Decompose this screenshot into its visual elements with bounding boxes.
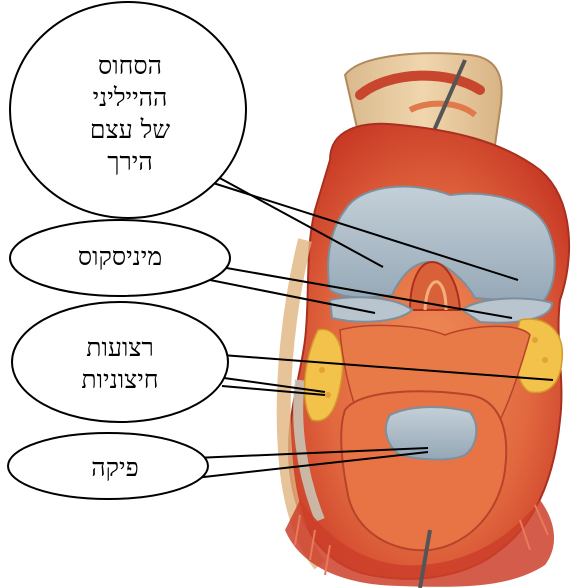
label-meniscus-text: מיניסקוס	[25, 240, 215, 274]
label-ligaments: רצועות חיצוניות	[30, 332, 210, 396]
label-ligaments-line-2: חיצוניות	[30, 364, 210, 396]
label-cartilage-line-2: ההייליני	[40, 82, 220, 114]
label-cartilage: הסחוס ההייליני של עצם הירך	[40, 50, 220, 178]
label-cartilage-line-4: הירך	[40, 146, 220, 178]
label-meniscus: מיניסקוס	[25, 240, 215, 274]
label-cartilage-line-1: הסחוס	[40, 50, 220, 82]
label-ligaments-line-1: רצועות	[30, 332, 210, 364]
label-patella: פיקה	[20, 451, 210, 485]
label-cartilage-line-3: של עצם	[40, 114, 220, 146]
label-patella-text: פיקה	[20, 451, 210, 485]
